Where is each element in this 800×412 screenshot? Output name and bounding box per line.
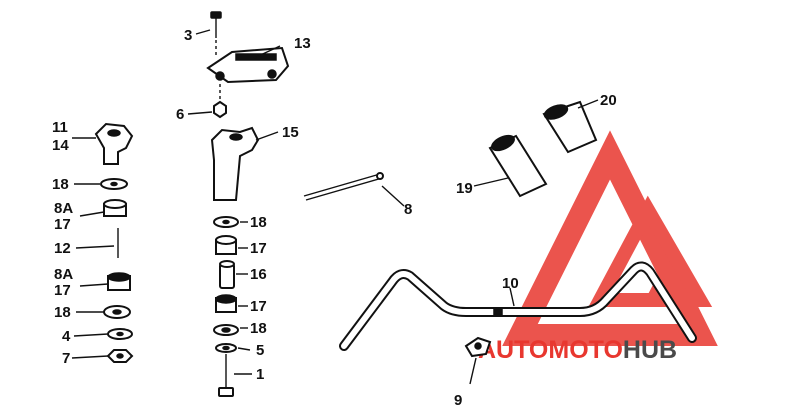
bolt-1-center	[218, 354, 234, 397]
label-17-left-top: 17	[54, 216, 71, 233]
bushing-17-center-bottom	[215, 294, 237, 313]
label-6: 6	[176, 106, 184, 123]
label-3: 3	[184, 27, 192, 44]
label-7: 7	[62, 350, 70, 367]
label-17-center-top: 17	[250, 240, 267, 257]
label-17-center-bottom: 17	[250, 298, 267, 315]
label-5: 5	[256, 342, 264, 359]
nut-7-left	[106, 349, 134, 363]
label-9: 9	[454, 392, 462, 409]
label-18-center-top: 18	[250, 214, 267, 231]
washer-4-left	[107, 328, 133, 340]
cable-8-part	[303, 172, 384, 201]
lockwasher-5-center	[215, 343, 237, 353]
riser-15-part	[210, 126, 260, 201]
label-18-left-bottom: 18	[54, 304, 71, 321]
label-20: 20	[600, 92, 617, 109]
washer-18-left-bottom	[103, 305, 131, 319]
clamp-11-14-left	[94, 122, 134, 165]
label-4: 4	[62, 328, 71, 345]
grip-20-part	[542, 100, 598, 154]
watermark-part-moto: MOTO	[548, 336, 623, 364]
nut-6-part	[213, 84, 227, 119]
bolt-3-part	[210, 11, 222, 58]
watermark-part-hub: HUB	[623, 336, 677, 364]
label-15: 15	[282, 124, 299, 141]
grip-19-part	[488, 134, 548, 198]
label-12: 12	[54, 240, 71, 257]
label-17-left-bottom: 17	[54, 282, 71, 299]
spacer-16-center	[219, 260, 235, 289]
leader-lines	[71, 29, 599, 385]
bushing-17-left-bottom	[107, 272, 131, 291]
label-1: 1	[256, 366, 264, 383]
label-13: 13	[294, 35, 311, 52]
bushing-17-center-top	[215, 235, 237, 255]
washer-18-left-top	[100, 178, 128, 190]
label-11: 11	[52, 119, 68, 136]
washer-18-center-bottom	[213, 324, 239, 336]
label-8a-top: 8A	[54, 200, 73, 217]
part-labels: 3 13 6 15 18 17 16 17 18 5 1 11 14 18 8A…	[52, 27, 617, 409]
label-8a-bottom: 8A	[54, 266, 73, 283]
bushing-17-left-top	[103, 199, 127, 217]
clamp-13-part	[206, 46, 290, 84]
watermark-part-auto: AUTO	[478, 336, 548, 364]
handlebar-10-part	[339, 261, 697, 351]
watermark-text: AUTOMOTOHUB	[478, 336, 677, 364]
label-10: 10	[502, 275, 519, 292]
label-16: 16	[250, 266, 267, 283]
label-18-left-top: 18	[52, 176, 69, 193]
label-8: 8	[404, 201, 412, 218]
label-18-center-bottom: 18	[250, 320, 267, 337]
label-14: 14	[52, 137, 69, 154]
label-19: 19	[456, 180, 473, 197]
washer-18-center-top	[213, 216, 239, 228]
switch-9-part	[464, 336, 492, 358]
logo-outer-triangle	[502, 130, 718, 346]
